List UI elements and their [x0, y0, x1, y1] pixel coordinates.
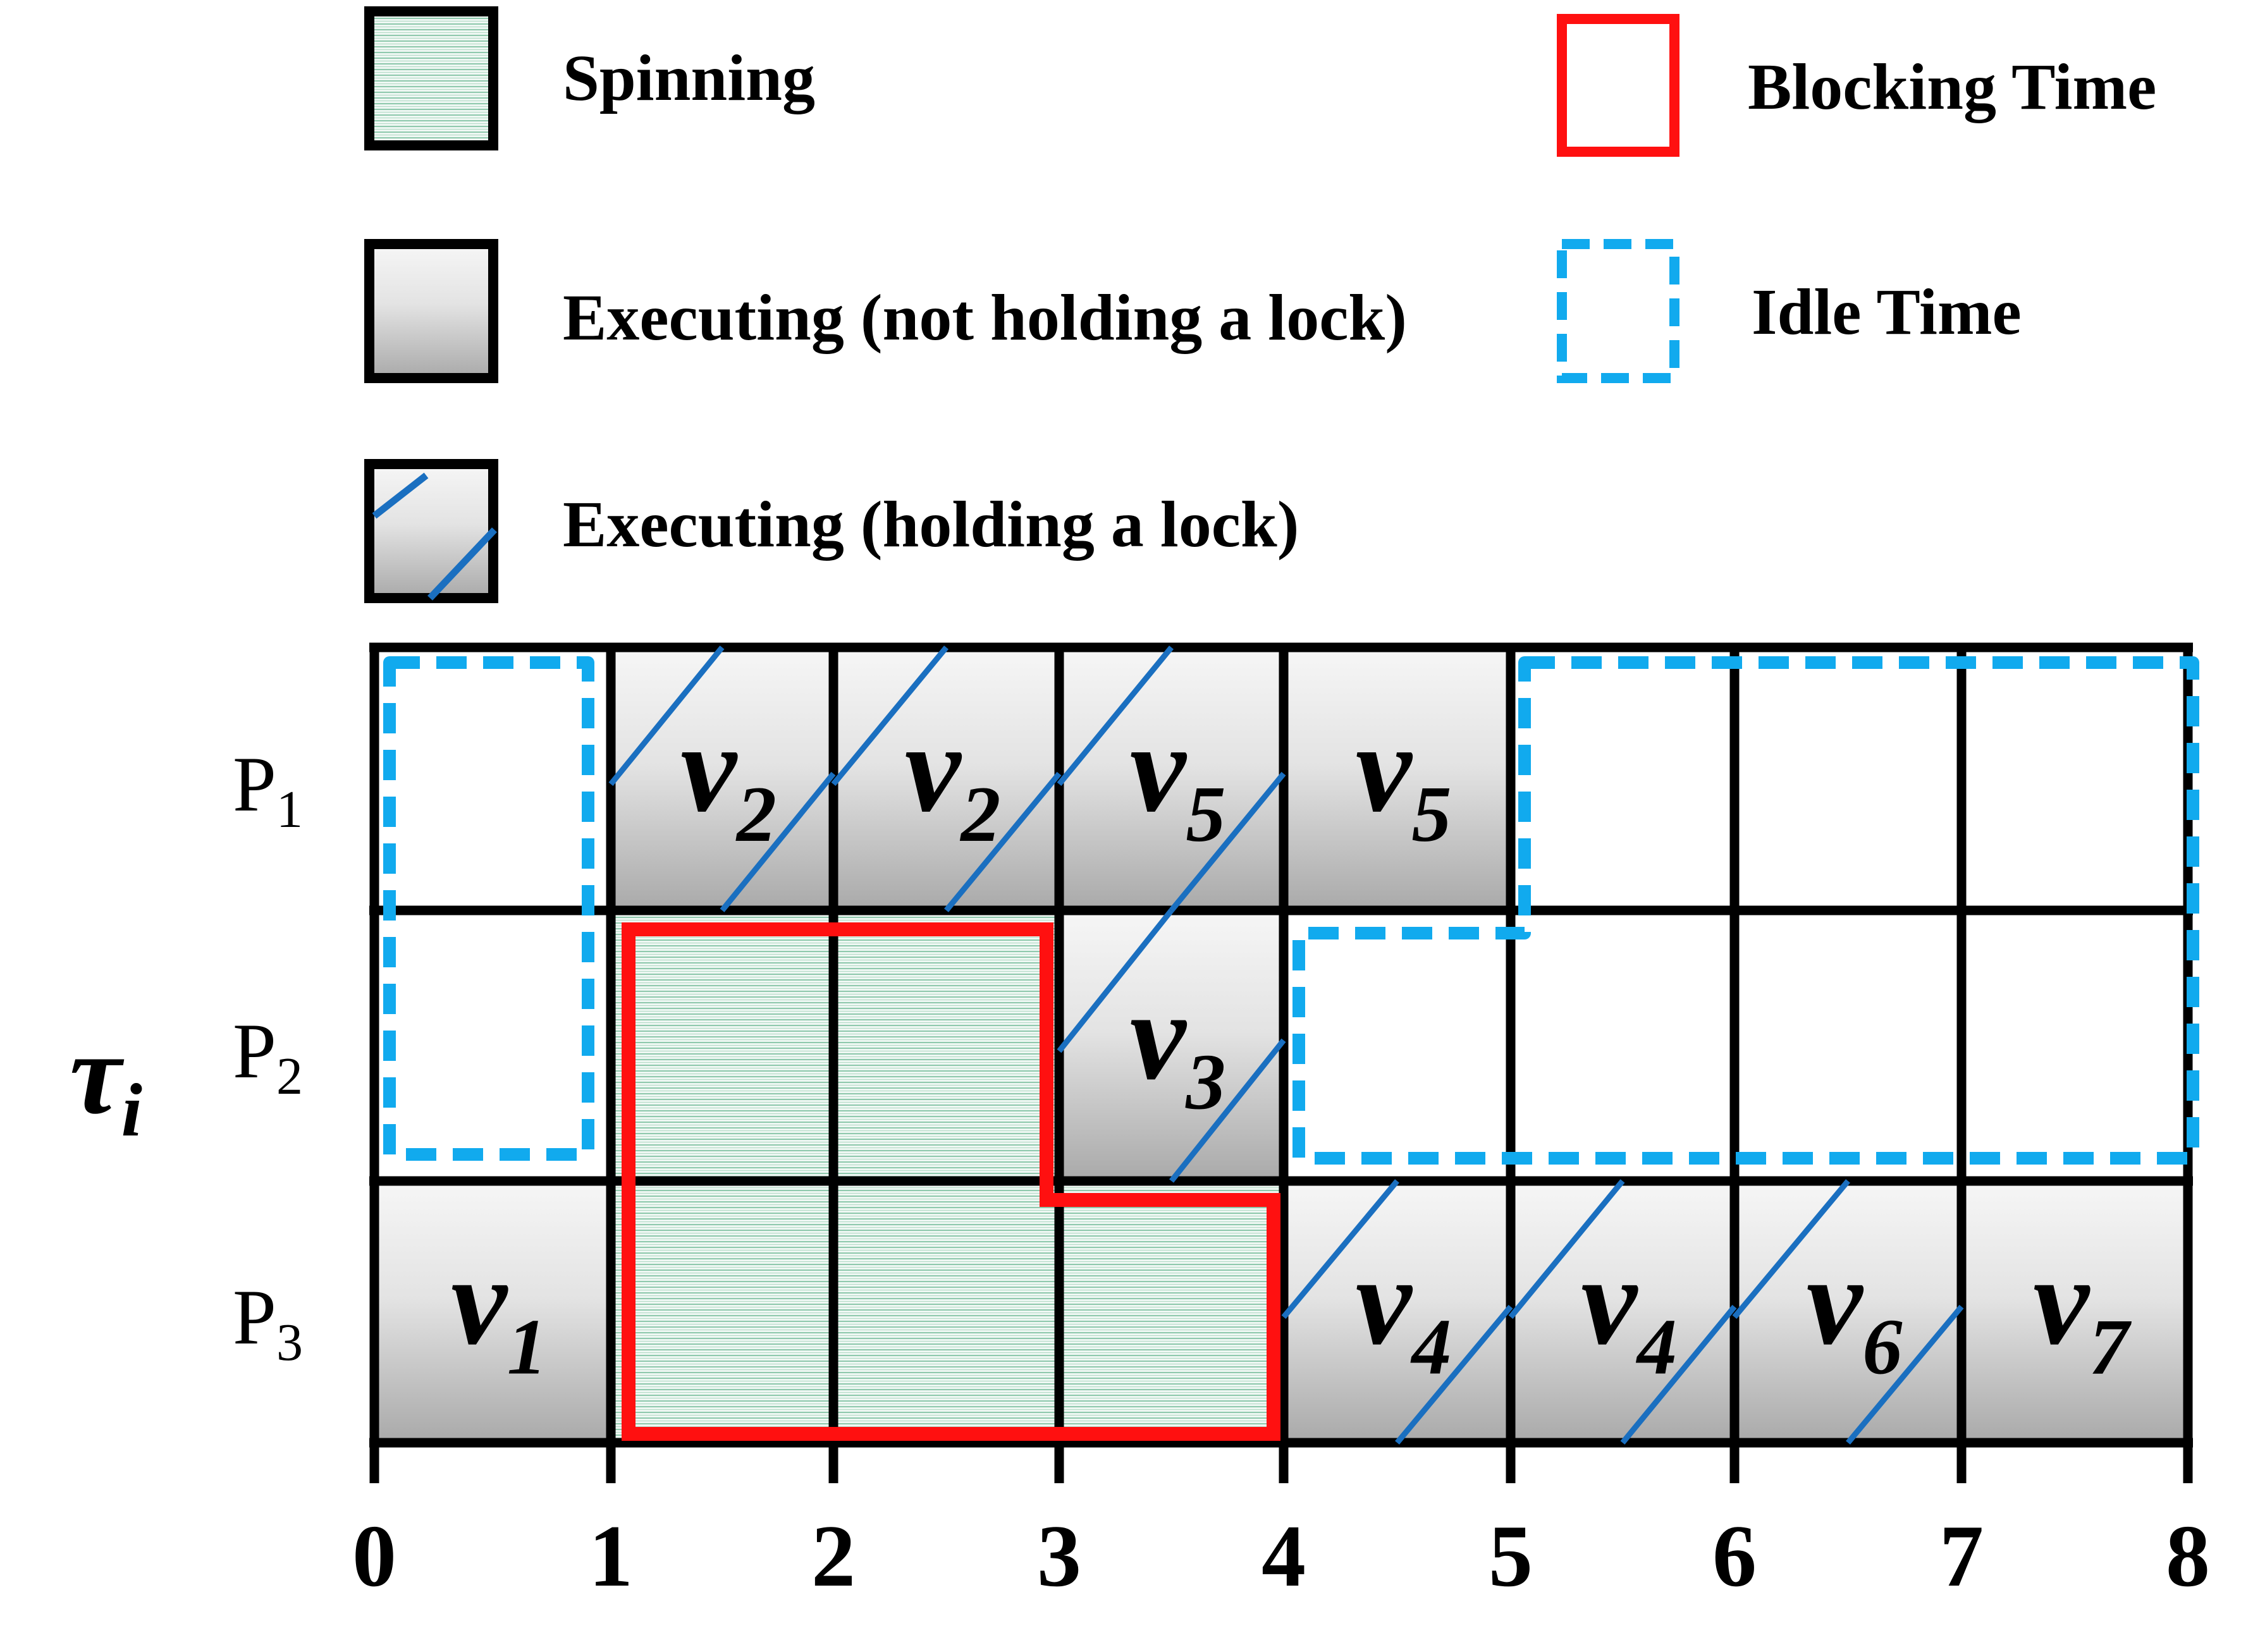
cell-p1-t3-lock [1059, 647, 1284, 910]
legend-executing-no-lock: Executing (not holding a lock) [364, 239, 1407, 383]
x-tick-label: 3 [1037, 1507, 1081, 1605]
task-label: v7 [2033, 1232, 2132, 1392]
legend: Spinning Executing (not holding a lock) … [364, 6, 2156, 603]
cell-p2-t6-idle [1734, 910, 1962, 1181]
lock-stripe [831, 646, 949, 786]
legend-spinning: Spinning [364, 6, 815, 150]
overlays [383, 656, 2199, 1441]
legend-executing-lock: Executing (holding a lock) [364, 459, 1299, 603]
task-label: v4 [1581, 1232, 1677, 1392]
task-label: v6 [1807, 1232, 1903, 1392]
lock-stripe [1169, 1038, 1286, 1183]
y-axis-label: τi [70, 1009, 142, 1152]
x-tick-label: 4 [1262, 1507, 1306, 1605]
task-label: v4 [1356, 1232, 1452, 1392]
cell-p3-t5-lock [1511, 1181, 1734, 1443]
cell-p2-t1-spin [611, 910, 833, 1181]
x-tick-label: 7 [1939, 1507, 1984, 1605]
cell-p1-t2-lock [833, 647, 1059, 910]
cell-p3-t0-exec [374, 1181, 611, 1443]
idle-region-end [1292, 656, 2199, 1165]
cell-p1-t6-idle [1734, 647, 1962, 910]
lock-stripe [1057, 909, 1174, 1053]
cell-p3-t1-spin [611, 1181, 833, 1443]
legend-idle-time: Idle Time [1557, 239, 2022, 383]
legend-executing-lock-swatch [364, 459, 498, 603]
cell-p1-t1-lock [611, 647, 833, 910]
lock-stripe [1732, 1179, 1850, 1319]
idle-region-p1p2-start [383, 656, 594, 1161]
x-tick-label: 1 [589, 1507, 633, 1605]
x-tick-label: 8 [2166, 1507, 2210, 1605]
x-tick-label: 2 [811, 1507, 856, 1605]
grid-lines [369, 642, 2193, 1483]
processor-label-p2: P2 [233, 1008, 303, 1106]
task-label: v5 [1356, 699, 1452, 859]
legend-executing-no-lock-swatch [364, 239, 498, 383]
lock-stripe [608, 646, 725, 786]
cell-p3-t6-lock [1734, 1181, 1962, 1443]
x-tick-label: 5 [1489, 1507, 1533, 1605]
task-label: v2 [680, 699, 777, 859]
lock-stripe [1057, 646, 1174, 786]
legend-spinning-swatch [364, 6, 498, 150]
schedule-cells [374, 647, 2188, 1443]
cell-p2-t2-spin [833, 910, 1059, 1181]
processor-label-p3: P3 [233, 1274, 303, 1372]
cell-p2-t5-idle [1511, 910, 1734, 1181]
lock-stripe [720, 771, 836, 912]
cell-p1-t7-idle [1962, 647, 2188, 910]
task-label: v3 [1130, 966, 1226, 1126]
processor-label-p1: P1 [233, 741, 303, 839]
legend-blocking-time: Blocking Time [1557, 14, 2156, 157]
legend-executing-lock-label: Executing (holding a lock) [563, 488, 1299, 561]
cell-p2-t0-idle [374, 910, 611, 1181]
lock-stripe [944, 771, 1062, 912]
legend-spinning-label: Spinning [563, 42, 815, 114]
x-axis: 0 1 2 3 4 5 6 7 8 [352, 1507, 2210, 1605]
legend-blocking-label: Blocking Time [1748, 51, 2156, 123]
task-label: v1 [451, 1232, 547, 1392]
blocking-region [622, 922, 1280, 1441]
task-labels: v2 v2 v5 v5 v3 v1 v4 v4 v6 v7 [451, 699, 2132, 1392]
legend-idle-swatch [1557, 239, 1679, 383]
lock-stripe [1281, 1179, 1399, 1319]
cell-p2-t3-lock [1059, 910, 1284, 1181]
lock-stripe [1508, 1179, 1625, 1319]
cell-p2-t7-idle [1962, 910, 2188, 1181]
cell-p3-t4-lock [1284, 1181, 1511, 1443]
cell-p2-t4-idle [1284, 910, 1511, 1181]
lock-stripe [1395, 1304, 1513, 1445]
cell-p1-t0-idle [374, 647, 611, 910]
lock-stripe [1620, 1304, 1737, 1445]
x-tick-label: 6 [1712, 1507, 1757, 1605]
cell-p3-t2-spin [833, 1181, 1059, 1443]
legend-blocking-swatch [1557, 14, 1679, 157]
legend-executing-no-lock-label: Executing (not holding a lock) [563, 281, 1407, 354]
x-tick-label: 0 [352, 1507, 396, 1605]
cell-p3-t7-exec [1962, 1181, 2188, 1443]
lock-stripe [1846, 1304, 1964, 1445]
task-label: v5 [1130, 699, 1226, 859]
cell-p3-t3-spin [1059, 1181, 1284, 1443]
lock-stripe [1169, 771, 1286, 912]
legend-idle-label: Idle Time [1752, 276, 2022, 348]
lock-stripes [608, 646, 1964, 1445]
cell-p1-t4-exec [1284, 647, 1511, 910]
task-label: v2 [905, 699, 1001, 859]
cell-p1-t5-idle [1511, 647, 1734, 910]
